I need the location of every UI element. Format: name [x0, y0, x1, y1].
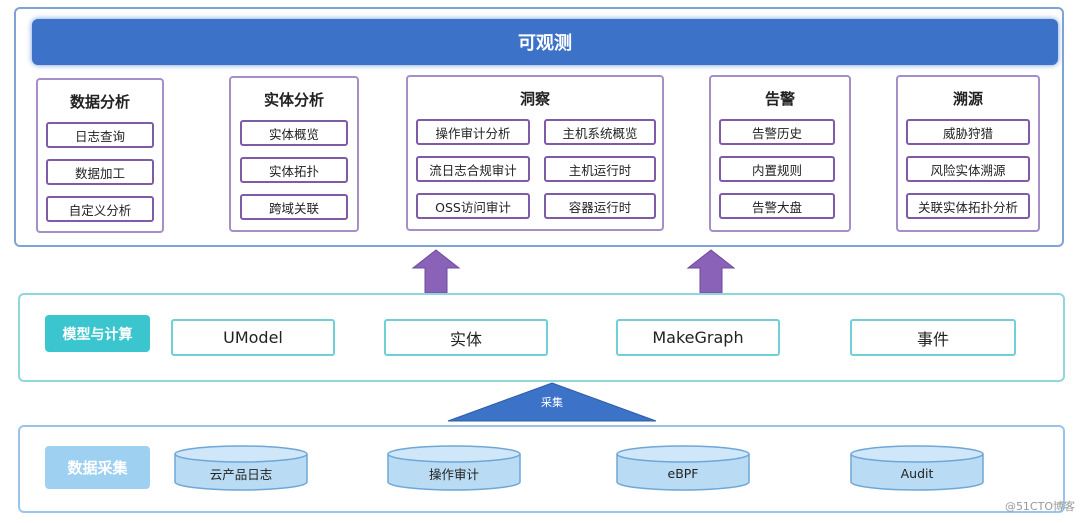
item-entity-topology: 实体拓扑	[240, 157, 348, 183]
group-title: 洞察	[519, 90, 550, 108]
item-alert-dashboard: 告警大盘	[719, 193, 835, 219]
data-source-label: Audit	[900, 465, 934, 481]
item-entity-overview: 实体概览	[240, 120, 348, 146]
item-custom-analysis: 自定义分析	[46, 196, 154, 222]
observability-frame	[14, 7, 1064, 247]
item-container-runtime: 容器运行时	[544, 193, 656, 219]
group-insight: 洞察 操作审计分析 主机系统概览 流日志合规审计 主机运行时 OSS访问审计 容…	[406, 75, 664, 231]
group-entity-analysis: 实体分析 实体概览 实体拓扑 跨域关联	[229, 76, 359, 232]
up-arrow-icon	[411, 248, 461, 294]
model-item-event: 事件	[850, 319, 1016, 356]
item-flow-log-compliance-audit: 流日志合规审计	[416, 156, 530, 182]
collection-layer-frame	[18, 425, 1065, 513]
watermark: @51CTO博客	[1004, 500, 1075, 513]
group-title: 数据分析	[69, 93, 130, 111]
group-alert: 告警 告警历史 内置规则 告警大盘	[709, 75, 851, 232]
item-related-entity-topology: 关联实体拓扑分析	[906, 193, 1030, 219]
collect-triangle	[446, 381, 658, 423]
item-host-system-overview: 主机系统概览	[544, 119, 656, 145]
collect-label: 采集	[541, 396, 563, 409]
observability-banner: 可观测	[32, 19, 1058, 65]
group-data-analysis: 数据分析 日志查询 数据加工 自定义分析	[36, 78, 164, 233]
group-title: 溯源	[952, 90, 983, 108]
item-oss-access-audit: OSS访问审计	[416, 193, 530, 219]
item-builtin-rules: 内置规则	[719, 156, 835, 182]
model-item-entity: 实体	[384, 319, 548, 356]
item-risk-entity-trace: 风险实体溯源	[906, 156, 1030, 182]
data-source-label: 云产品日志	[209, 466, 273, 482]
model-layer-frame	[18, 293, 1065, 382]
item-alert-history: 告警历史	[719, 119, 835, 145]
model-layer-label: 模型与计算	[45, 315, 150, 352]
item-operation-audit-analysis: 操作审计分析	[416, 119, 530, 145]
item-host-runtime: 主机运行时	[544, 156, 656, 182]
data-source-cylinder: Audit	[849, 444, 985, 492]
up-arrow-icon	[686, 248, 736, 294]
item-log-query: 日志查询	[46, 122, 154, 148]
data-source-label: 操作审计	[428, 466, 479, 482]
group-title: 实体分析	[263, 91, 324, 109]
model-item-umodel: UModel	[171, 319, 335, 356]
group-title: 告警	[764, 90, 795, 108]
data-source-cylinder: 云产品日志	[173, 444, 309, 492]
data-source-cylinder: eBPF	[615, 444, 751, 492]
data-source-cylinder: 操作审计	[386, 444, 522, 492]
data-source-label: eBPF	[667, 465, 699, 481]
collection-layer-label: 数据采集	[45, 446, 150, 489]
item-threat-hunting: 威胁狩猎	[906, 119, 1030, 145]
item-cross-domain-link: 跨域关联	[240, 194, 348, 220]
model-item-makegraph: MakeGraph	[616, 319, 780, 356]
item-data-processing: 数据加工	[46, 159, 154, 185]
group-traceability: 溯源 威胁狩猎 风险实体溯源 关联实体拓扑分析	[896, 75, 1040, 232]
